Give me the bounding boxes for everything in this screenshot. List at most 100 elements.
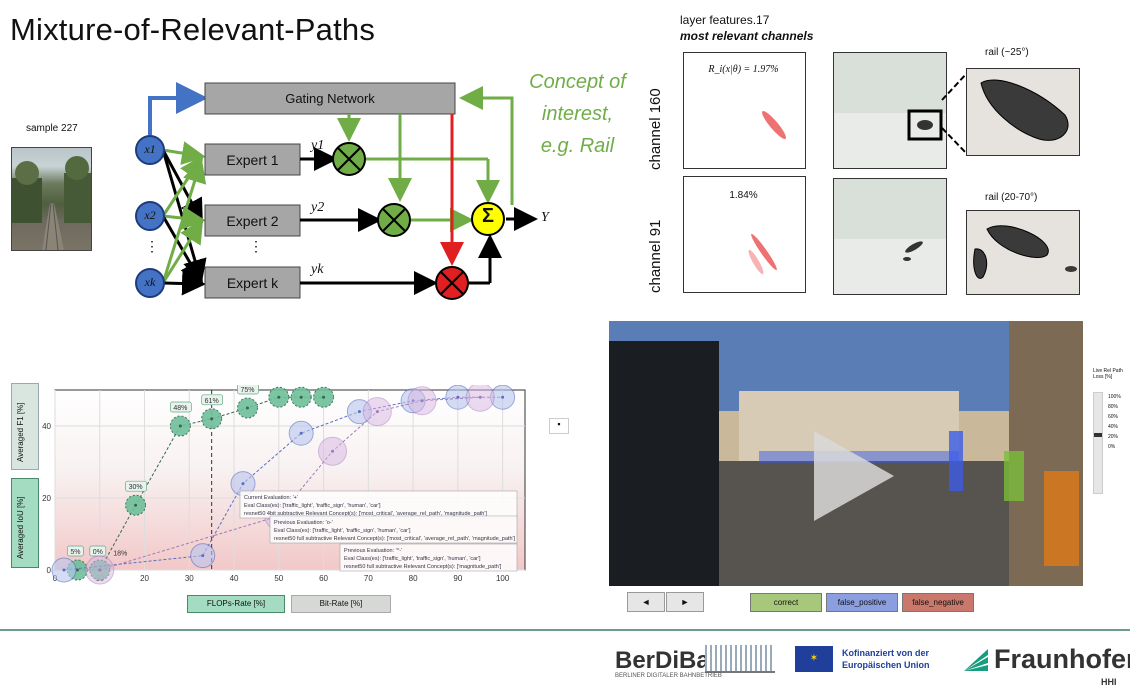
series-0-marker bbox=[277, 395, 281, 399]
mixture-diagram bbox=[135, 82, 538, 300]
series-2-marker bbox=[420, 399, 424, 403]
sum-symbol: Σ bbox=[481, 205, 494, 227]
berdiba-logo: BerDiBa bbox=[615, 647, 710, 674]
zoom-rail-91 bbox=[966, 210, 1080, 295]
annotation-line: Eval Class(es): ['traffic_light', 'traff… bbox=[274, 528, 411, 534]
input-xk-label: xk bbox=[144, 275, 156, 289]
hhi-label: HHI bbox=[1101, 677, 1117, 687]
x-tick-label: 30 bbox=[185, 574, 194, 583]
y-tick-label: 0 bbox=[47, 566, 52, 575]
input-x1-label: x1 bbox=[144, 142, 156, 156]
video-frame[interactable] bbox=[609, 321, 1083, 586]
annotation-box-1 bbox=[269, 515, 518, 544]
annotation-line: Current Evaluation: '+' bbox=[244, 495, 298, 501]
footer-divider bbox=[0, 629, 1130, 631]
layer-subtitle: most relevant channels bbox=[680, 29, 814, 43]
heatmap-channel-160 bbox=[683, 52, 806, 169]
annotation-line: Eval Class(es): ['traffic_light', 'traff… bbox=[344, 556, 481, 562]
annotation-line: resnet50 4bit subtractive Relevant Conce… bbox=[244, 511, 487, 517]
x-tick-label: 70 bbox=[364, 574, 373, 583]
y-button-f1[interactable]: Averaged F1 [%] bbox=[11, 383, 39, 470]
annotation-line: Previous Evaluation: 'o-' bbox=[274, 520, 333, 526]
sample-label: sample 227 bbox=[26, 123, 78, 134]
data-label: 0% bbox=[93, 549, 103, 556]
series-1-marker bbox=[299, 431, 303, 435]
series-2-marker bbox=[375, 410, 379, 414]
y-button-iou[interactable]: Averaged IoU [%] bbox=[11, 478, 39, 568]
annotation-line: Previous Evaluation: '^-' bbox=[344, 548, 402, 554]
rail-label-91: rail (20-70°) bbox=[985, 192, 1038, 203]
scatter-chart: 0102030405060708090100020405%0%30%48%61%… bbox=[42, 385, 526, 585]
x-tick-label: 20 bbox=[140, 574, 149, 583]
series-1-marker bbox=[456, 395, 460, 399]
prev-button[interactable]: ◄ bbox=[627, 592, 665, 612]
x-tick-label: 40 bbox=[230, 574, 239, 583]
series-2-marker bbox=[98, 568, 102, 572]
relevance-value-160: R_i(x|θ) = 1.97% bbox=[708, 64, 779, 75]
series-line-1 bbox=[63, 396, 503, 571]
series-0-marker bbox=[75, 568, 79, 572]
layer-title: layer features.17 bbox=[680, 13, 770, 27]
experts-ellipsis: ⋮ bbox=[249, 238, 263, 254]
x-tick-label: 50 bbox=[274, 574, 283, 583]
legend-false-negative[interactable]: false_negative bbox=[902, 593, 974, 612]
next-button[interactable]: ► bbox=[666, 592, 704, 612]
channel-91-label: channel 91 bbox=[647, 219, 664, 293]
x-button-flops[interactable]: FLOPs-Rate [%] bbox=[187, 595, 285, 613]
series-1-marker bbox=[501, 395, 505, 399]
x-button-bitrate[interactable]: Bit-Rate [%] bbox=[291, 595, 391, 613]
y-tick-label: 20 bbox=[42, 494, 51, 503]
page-title: Mixture-of-Relevant-Paths bbox=[10, 12, 376, 47]
data-label-box bbox=[125, 480, 147, 492]
zoom-connector bbox=[941, 71, 969, 156]
series-0-marker bbox=[134, 503, 138, 507]
floppy-icon[interactable]: ▪ bbox=[549, 418, 569, 434]
data-label: 61% bbox=[205, 398, 219, 405]
annotation-line: resnet50 full subtractive Relevant Conce… bbox=[344, 564, 502, 570]
expert-k-label: Expert k bbox=[226, 275, 279, 291]
legend-correct[interactable]: correct bbox=[750, 593, 822, 612]
data-label: 75% bbox=[240, 387, 254, 394]
series-0-marker bbox=[210, 417, 214, 421]
fraunhofer-icon bbox=[962, 645, 990, 673]
scale-title: Live Rel Path Loss [%] bbox=[1093, 368, 1123, 380]
annotation-box-2 bbox=[339, 543, 518, 572]
data-label: 48% bbox=[173, 405, 187, 412]
output-y1-label: y1 bbox=[311, 138, 325, 153]
legend-false-positive[interactable]: false_positive bbox=[826, 593, 898, 612]
series-1-marker bbox=[62, 568, 66, 572]
eu-flag-icon: ✶ bbox=[795, 646, 833, 672]
x-tick-label: 80 bbox=[409, 574, 418, 583]
series-0-marker bbox=[299, 395, 303, 399]
eu-cofunding-text: Kofinanziert von der Europäischen Union bbox=[842, 648, 930, 670]
data-label-box bbox=[169, 401, 192, 413]
scale-bar bbox=[1093, 392, 1103, 494]
x-tick-label: 60 bbox=[319, 574, 328, 583]
x-tick-label: 90 bbox=[453, 574, 462, 583]
fraunhofer-logo: Fraunhofer bbox=[994, 644, 1130, 674]
annotation-box-0 bbox=[239, 490, 518, 519]
rail-label-160: rail (~25°) bbox=[985, 47, 1029, 58]
series-2-marker bbox=[478, 395, 482, 399]
overlay-image-160 bbox=[833, 52, 947, 169]
data-label-extra: 18% bbox=[113, 551, 127, 558]
series-0-marker bbox=[322, 395, 326, 399]
x-tick-label: 100 bbox=[496, 574, 510, 583]
expert-2-label: Expert 2 bbox=[226, 213, 279, 229]
data-label-box bbox=[201, 394, 224, 406]
final-output-label: Y bbox=[541, 210, 549, 225]
data-label: 30% bbox=[129, 484, 143, 491]
annotation-line: Eval Class(es): ['traffic_light', 'traff… bbox=[244, 503, 381, 509]
overlay-image-91 bbox=[833, 178, 947, 295]
concept-of-interest-text: Concept of interest, e.g. Rail bbox=[529, 71, 626, 157]
relevance-value-91: 1.84% bbox=[729, 190, 758, 201]
data-label: 5% bbox=[70, 549, 80, 556]
series-1-marker bbox=[357, 410, 361, 414]
channel-160-label: channel 160 bbox=[647, 88, 664, 170]
data-label-box bbox=[67, 545, 84, 557]
gating-network-label: Gating Network bbox=[285, 91, 375, 106]
output-y2-label: y2 bbox=[311, 200, 325, 215]
berdiba-subtitle: BERLINER DIGITALER BAHNBETRIEB bbox=[615, 673, 722, 679]
y-tick-label: 40 bbox=[42, 422, 51, 431]
series-2-marker bbox=[331, 449, 335, 453]
